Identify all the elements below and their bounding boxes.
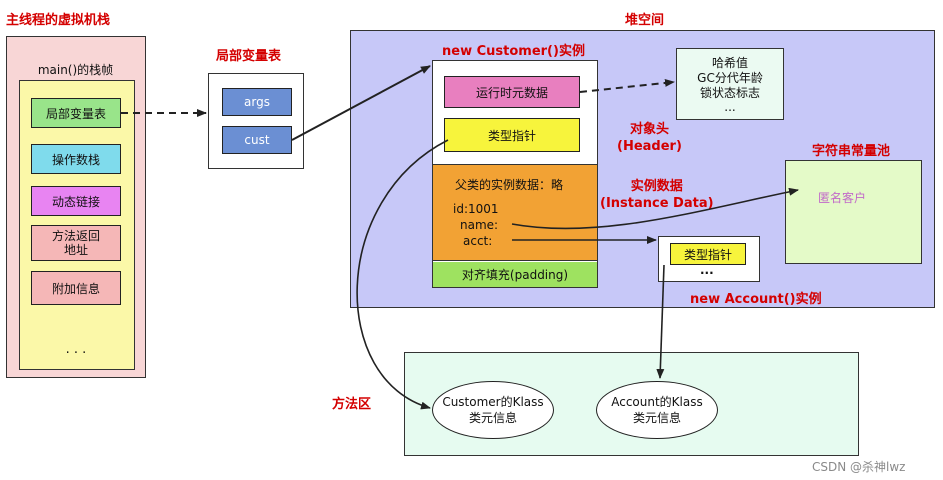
stack-ellipsis: · · · [65, 346, 87, 361]
customer-klass[interactable]: Customer的Klass 类元信息 [432, 381, 554, 439]
header-label: 对象头 (Header) [617, 122, 682, 154]
thread-stack-title: 主线程的虚拟机栈 [6, 13, 111, 28]
field-name: name: [460, 218, 499, 232]
stack-item-return-address[interactable]: 方法返回 地址 [31, 225, 121, 261]
parent-instance-data: 父类的实例数据：略 [455, 178, 564, 192]
account-klass[interactable]: Account的Klass 类元信息 [596, 381, 718, 439]
instance-data-label: 实例数据 (Instance Data) [600, 179, 714, 211]
watermark: CSDN @杀神lwz [812, 460, 906, 474]
header-info-lock: 锁状态标志 [699, 85, 760, 100]
padding-area[interactable]: 对齐填充(padding) [433, 262, 597, 287]
stack-item-dynamic-link[interactable]: 动态链接 [31, 186, 121, 216]
runtime-metadata[interactable]: 运行时元数据 [444, 76, 580, 108]
string-anonymous-customer[interactable]: 匿名客户 [818, 191, 867, 205]
header-info-box: 哈希值 GC分代年龄 锁状态标志 ... [676, 48, 784, 120]
string-constant-pool: 匿名客户 [785, 160, 922, 264]
stack-item-operand-stack[interactable]: 操作数栈 [31, 144, 121, 174]
account-instance-title: new Account()实例 [690, 292, 822, 307]
local-var-table-title: 局部变量表 [216, 49, 282, 64]
header-info-gc-age: GC分代年龄 [697, 70, 763, 85]
method-area-title: 方法区 [332, 397, 372, 412]
instance-data-area: 父类的实例数据：略 id:1001 name: acct: [433, 164, 597, 261]
customer-type-pointer[interactable]: 类型指针 [444, 118, 580, 152]
account-type-pointer[interactable]: 类型指针 [670, 243, 746, 265]
field-acct: acct: [463, 234, 493, 248]
heap-title: 堆空间 [625, 13, 665, 28]
string-pool-title: 字符串常量池 [812, 144, 891, 159]
field-id: id:1001 [453, 202, 499, 216]
account-ellipsis: ··· [700, 266, 714, 280]
header-info-hash: 哈希值 [711, 55, 748, 70]
header-info-ellipsis: ... [724, 99, 736, 114]
local-var-cust[interactable]: cust [222, 126, 292, 154]
stack-frame-label: main()的栈帧 [37, 63, 114, 77]
customer-instance-title: new Customer()实例 [442, 44, 585, 59]
local-var-args[interactable]: args [222, 88, 292, 116]
stack-item-local-vars[interactable]: 局部变量表 [31, 98, 121, 128]
stack-item-extra-info[interactable]: 附加信息 [31, 271, 121, 305]
